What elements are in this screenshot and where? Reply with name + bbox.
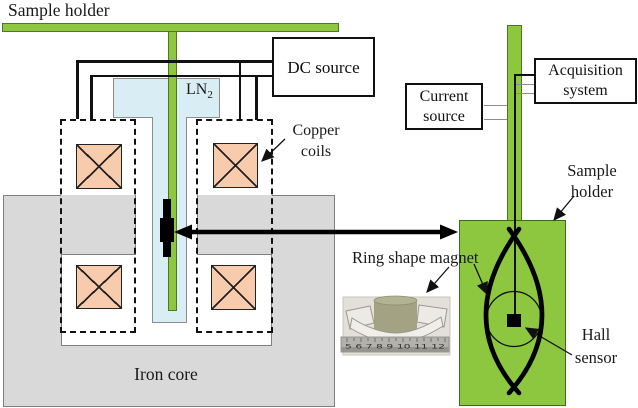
acquisition-wire-2 — [516, 93, 534, 95]
photo-cylinder — [374, 300, 417, 333]
acquisition-system-box: Acquisition system — [534, 58, 637, 104]
dc-source-label: DC source — [287, 57, 360, 77]
dc-wire-v3 — [238, 60, 242, 119]
current-wire-1 — [484, 105, 507, 107]
sample-on-rod-bulge — [160, 218, 174, 242]
hall-sensor-line2: sensor — [574, 348, 618, 367]
iron-core-label: Iron core — [134, 364, 198, 384]
sensor-wire-vertical — [513, 73, 517, 316]
copper-coil-upper-right — [213, 143, 258, 188]
dc-wire-v1 — [76, 60, 79, 119]
copper-coils-label-line1: Copper — [292, 122, 340, 139]
copper-coil-lower-right — [211, 265, 256, 310]
ring-magnet-arrow-photo — [426, 266, 450, 293]
photo-ring-left-wing — [345, 305, 375, 330]
photo-ring-right-wing — [416, 304, 448, 328]
copper-coil-lower-left — [76, 265, 122, 309]
photo-ring-front-band — [349, 316, 444, 344]
photo-ruler — [340, 336, 450, 353]
ring-magnet-label: Ring shape magnet — [352, 248, 479, 267]
acquisition-label-line2: system — [563, 82, 608, 99]
coil-winding-outline-right — [196, 119, 273, 333]
current-source-label-line2: source — [423, 107, 465, 125]
dc-wire-v2 — [90, 74, 93, 120]
sample-rod-left — [168, 23, 177, 311]
ln2-label-subscript: 2 — [207, 89, 213, 102]
acquisition-wire-1 — [516, 84, 534, 86]
current-wire-2 — [484, 119, 507, 121]
ring-magnet-photo: 5 6 7 8 9 10 11 12 — [340, 295, 451, 356]
copper-coils-label-line2: coils — [300, 143, 332, 160]
dc-wire-v4 — [255, 74, 258, 120]
sample-holder-right-line2: holder — [570, 182, 614, 201]
iron-core-pole-left — [61, 195, 136, 255]
dc-source-box: DC source — [272, 37, 375, 97]
dc-wire-h2 — [90, 74, 273, 78]
sample-holder-bar — [2, 23, 339, 32]
ln2-vessel-top — [113, 78, 220, 118]
sample-holder-right-label: Sample holder — [556, 160, 628, 202]
ln2-label: LN2 — [186, 81, 213, 101]
photo-ruler-numbers: 5 6 7 8 9 10 11 12 — [345, 343, 445, 351]
ln2-label-base: LN — [186, 81, 208, 98]
copper-coils-label: Copper coils — [283, 120, 349, 162]
current-source-box: Current source — [405, 83, 483, 130]
copper-coil-upper-left — [76, 144, 122, 189]
sample-holder-left-label: Sample holder — [8, 0, 110, 20]
sensor-wire-top — [513, 73, 534, 77]
dc-wire-h1 — [76, 60, 273, 63]
acquisition-label-line1: Acquisition — [548, 62, 623, 79]
current-source-label-line1: Current — [419, 87, 469, 105]
coil-winding-outline-left — [60, 119, 136, 333]
iron-core-pole-right — [197, 195, 272, 255]
hall-sensor-line1: Hall — [581, 325, 611, 344]
hall-sensor-label: Hall sensor — [560, 323, 632, 369]
sample-holder-right-line1: Sample — [567, 161, 617, 180]
